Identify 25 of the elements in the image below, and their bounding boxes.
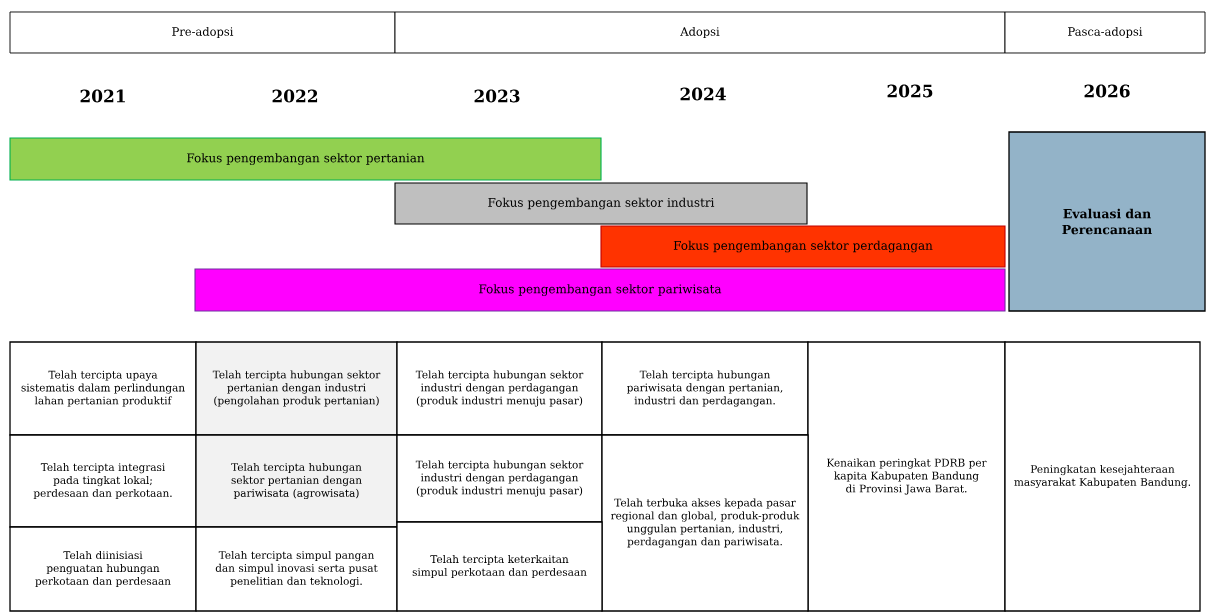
outcome-cell: Telah tercipta upaya sistematis dalam perlindungan lahan pertanian produktif [9,341,197,436]
outcome-cell: Telah tercipta hubungan sektor industri dengan perdagangan (produk industri menuju pasar) [396,434,603,523]
outcome-cell: Telah tercipta keterkaitan simpul perkotaan dan perdesaan [396,521,603,612]
outcome-cell: Telah tercipta simpul pangan dan simpul inovasi serta pusat penelitian dan teknologi. [195,526,398,612]
outcome-cell: Peningkatan kesejahteraan masyarakat Kabupaten Bandung. [1004,341,1201,612]
year-label: 2022 [272,89,318,103]
year-label: 2023 [474,89,520,103]
outcome-cell: Kenaikan peringkat PDRB per kapita Kabupaten Bandung di Provinsi Jawa Barat. [807,341,1006,612]
focus-bar: Fokus pengembangan sektor perdagangan [600,225,1006,268]
evaluation-box: Evaluasi dan Perencanaan [1008,131,1206,312]
outcome-cell: Telah tercipta integrasi pada tingkat lokal; perdesaan dan perkotaan. [9,434,197,528]
phase-header-box: Pasca-adopsi [1004,11,1206,54]
outcome-cell: Telah diinisiasi penguatan hubungan perkotaan dan perdesaan [9,526,197,612]
focus-bar: Fokus pengembangan sektor pariwisata [194,268,1006,312]
outcome-cell: Telah tercipta hubungan sektor pertanian dengan pariwisata (agrowisata) [195,434,398,528]
year-label: 2024 [680,87,726,101]
outcome-cell: Telah tercipta hubungan sektor industri dengan perdagangan (produk industri menuju pasar) [396,341,603,436]
focus-bar: Fokus pengembangan sektor industri [394,182,808,225]
outcome-cell: Telah tercipta hubungan pariwisata dengan pertanian, industri dan perdagangan. [601,341,809,436]
year-label: 2025 [887,84,933,98]
year-label: 2026 [1084,84,1130,98]
phase-header-box: Pre-adopsi [9,11,396,54]
year-label: 2021 [80,89,125,103]
focus-bar: Fokus pengembangan sektor pertanian [9,137,602,181]
outcome-cell: Telah tercipta hubungan sektor pertanian dengan industri (pengolahan produk pertanian) [195,341,398,436]
